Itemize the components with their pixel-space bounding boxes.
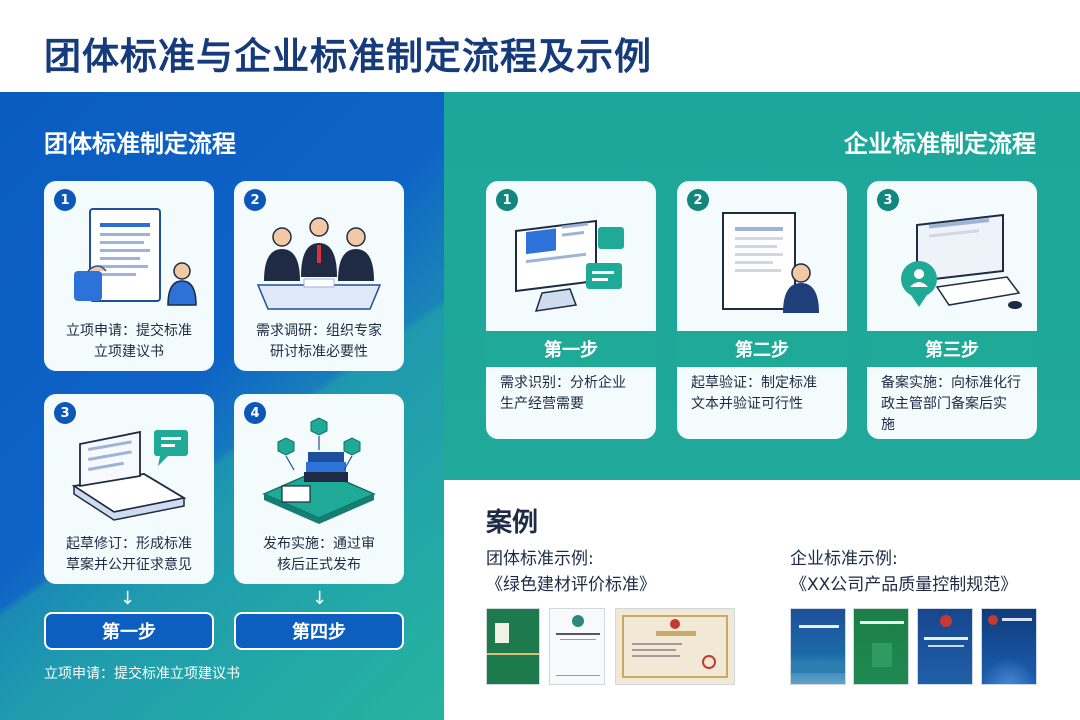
step-desc-line2: 立项建议书 bbox=[94, 344, 164, 360]
dark-blue-cover-thumbnail bbox=[981, 608, 1037, 685]
step-number: 1 bbox=[496, 189, 518, 211]
step-number: 1 bbox=[54, 189, 76, 211]
step-desc-line1: 立项申请：提交标准 bbox=[66, 323, 192, 339]
step-label-band: 第三步 bbox=[867, 331, 1037, 367]
group-footnote: 立项申请：提交标准立项建议书 bbox=[44, 666, 240, 682]
certificate-thumbnail bbox=[615, 608, 735, 685]
document-person-icon bbox=[722, 212, 819, 313]
cases-title: 案例 bbox=[486, 508, 539, 538]
monitor-chat-icon bbox=[515, 219, 624, 312]
group-step-card-3: 3 起草修订：形成标准 草案并公开征求意见 bbox=[44, 394, 214, 584]
step-desc-line2: 核后正式发布 bbox=[277, 557, 361, 573]
navy-cover-thumbnail bbox=[917, 608, 973, 685]
step-desc-line1: 需求识别：分析企业 bbox=[500, 375, 626, 391]
step-number: 2 bbox=[687, 189, 709, 211]
step-desc-line1: 备案实施：向标准化行 bbox=[881, 375, 1021, 391]
group-example-label: 团体标准示例: bbox=[486, 549, 594, 569]
publish-platform-icon bbox=[262, 417, 376, 524]
group-example-heading: 团体标准示例: 《绿色建材评价标准》 bbox=[486, 546, 656, 598]
step-label-band: 第一步 bbox=[486, 331, 656, 367]
down-arrow-icon: ↓ bbox=[120, 588, 136, 609]
step-desc-line2: 研讨标准必要性 bbox=[270, 344, 368, 360]
group-step-card-4: 4 发布实施：通过审 核后正式发布 bbox=[234, 394, 404, 584]
computer-user-badge-icon bbox=[901, 213, 1022, 309]
green-report-thumbnail bbox=[853, 608, 909, 685]
step-number: 3 bbox=[877, 189, 899, 211]
step-pill-first: 第一步 bbox=[44, 612, 214, 650]
blue-cover-thumbnail bbox=[790, 608, 846, 685]
step-desc-line2: 政主管部门备案后实 bbox=[881, 396, 1007, 412]
green-cover-thumbnail bbox=[486, 608, 540, 685]
step-desc-line3: 施 bbox=[881, 417, 895, 433]
meeting-people-icon bbox=[256, 217, 382, 310]
enterprise-step-card-1: 1 第一步 需求识别：分析企业 生产经营需要 bbox=[486, 181, 656, 439]
enterprise-step-card-2: 2 第二步 起草验证：制定标准 文本并验证可行性 bbox=[677, 181, 847, 439]
step-number: 2 bbox=[244, 189, 266, 211]
group-step-card-2: 2 需求调研：组织专家 研讨标准必要性 bbox=[234, 181, 404, 371]
step-desc-line1: 需求调研：组织专家 bbox=[256, 323, 382, 339]
step-label-band: 第二步 bbox=[677, 331, 847, 367]
group-step-card-1: 1 立项申请：提交标准 立项建议书 bbox=[44, 181, 214, 371]
enterprise-example-label: 企业标准示例: bbox=[790, 549, 898, 569]
enterprise-process-title: 企业标准制定流程 bbox=[844, 130, 1036, 158]
step-number: 4 bbox=[244, 402, 266, 424]
step-desc-line1: 起草修订：形成标准 bbox=[66, 536, 192, 552]
document-hand-icon bbox=[74, 208, 197, 306]
laptop-chat-icon bbox=[71, 430, 188, 521]
step-desc-line1: 起草验证：制定标准 bbox=[691, 375, 817, 391]
step-pill-fourth: 第四步 bbox=[234, 612, 404, 650]
step-desc-line2: 文本并验证可行性 bbox=[691, 396, 803, 412]
enterprise-example-heading: 企业标准示例: 《XX公司产品质量控制规范》 bbox=[790, 546, 1017, 598]
step-number: 3 bbox=[54, 402, 76, 424]
step-desc-line1: 发布实施：通过审 bbox=[263, 536, 375, 552]
group-example-title: 《绿色建材评价标准》 bbox=[486, 575, 656, 595]
page-title: 团体标准与企业标准制定流程及示例 bbox=[44, 35, 652, 78]
step-desc-line2: 草案并公开征求意见 bbox=[66, 557, 192, 573]
enterprise-example-title: 《XX公司产品质量控制规范》 bbox=[790, 575, 1018, 595]
enterprise-step-card-3: 3 第三步 备案实施：向标准化行 政主管部门备案后实 施 bbox=[867, 181, 1037, 439]
white-cover-thumbnail bbox=[549, 608, 605, 685]
group-process-title: 团体标准制定流程 bbox=[44, 130, 236, 158]
down-arrow-icon: ↓ bbox=[312, 588, 328, 609]
step-desc-line2: 生产经营需要 bbox=[500, 396, 584, 412]
